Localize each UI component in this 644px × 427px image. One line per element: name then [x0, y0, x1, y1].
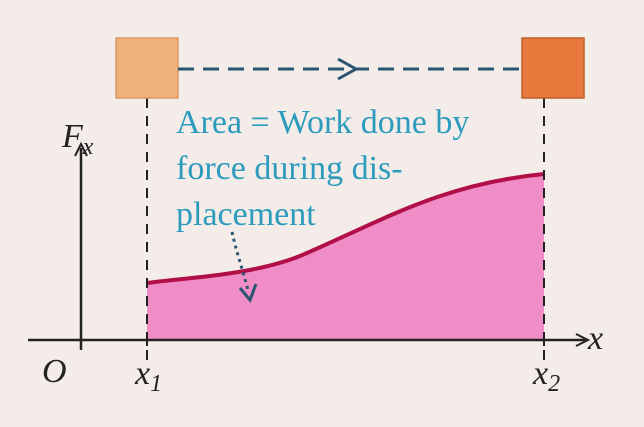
caption-line-1: Area = Work done by — [176, 104, 470, 141]
block-end — [521, 37, 585, 99]
x1-label: x1 — [135, 355, 163, 397]
displacement-arrowhead — [337, 57, 360, 81]
y-axis-label: Fx — [62, 118, 94, 160]
pointer-arrowhead — [238, 283, 258, 303]
force-curve — [146, 172, 545, 285]
origin-label: O — [42, 353, 67, 390]
caption-line-3: placement — [176, 196, 316, 233]
y-axis-arrowhead — [74, 141, 88, 157]
x-axis-label: x — [588, 320, 604, 357]
block-start — [115, 37, 179, 99]
area-caption: Area = Work done by force during dis- pl… — [176, 100, 536, 238]
x-axis-arrowhead — [575, 333, 591, 347]
caption-line-2: force during dis- — [176, 150, 403, 187]
work-area-fill — [147, 174, 544, 340]
pointer-dotted-arrow — [230, 231, 250, 291]
x2-label: x2 — [533, 355, 561, 397]
